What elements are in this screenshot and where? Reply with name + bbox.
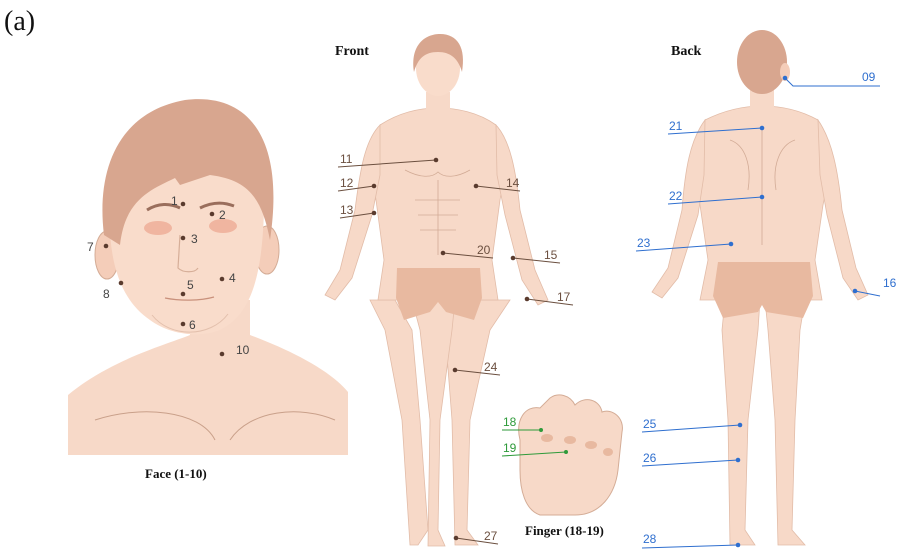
point-1-dot [181,202,186,207]
nail-3 [585,441,597,449]
face-label-6: 6 [189,318,196,332]
front-label-17: 17 [557,290,571,304]
point-2-dot [210,212,215,217]
point-11-dot [434,158,439,163]
front-label-20: 20 [477,243,491,257]
point-09-dot [783,76,788,81]
point-27-dot [454,536,459,541]
nail-4 [603,448,613,456]
point-18-dot [539,428,543,432]
back-label-28: 28 [643,532,657,546]
front-label-12: 12 [340,176,354,190]
point-21-dot [760,126,765,131]
finger-label-18: 18 [503,415,517,429]
point-28-dot [736,543,741,548]
point-13-dot [372,211,377,216]
point-17-dot [525,297,530,302]
point-12-dot [372,184,377,189]
point-19-dot [564,450,568,454]
face-label-2: 2 [219,208,226,222]
front-body-illustration [325,34,548,546]
nail-1 [541,434,553,442]
back-label-21: 21 [669,119,683,133]
leader-26 [642,460,738,466]
point-14-dot [474,184,479,189]
back-label-23: 23 [637,236,651,250]
point-26-dot [736,458,741,463]
point-3-dot [181,236,186,241]
point-23-dot [729,242,734,247]
point-7-dot [104,244,109,249]
front-label-24: 24 [484,360,498,374]
point-20-dot [441,251,446,256]
back-label-16: 16 [883,276,897,290]
front-right-leg [445,300,510,545]
finger-illustration: 18 19 [502,395,622,515]
front-label-15: 15 [544,248,558,262]
finger-label-19: 19 [503,441,517,455]
nail-2 [564,436,576,444]
point-5-dot [181,292,186,297]
left-cheek [144,221,172,235]
leader-25 [642,425,740,432]
face-label-8: 8 [103,287,110,301]
front-label-14: 14 [506,176,520,190]
back-label-09: 09 [862,70,876,84]
back-right-leg [765,300,805,545]
point-24-dot [453,368,458,373]
point-8-dot [119,281,124,286]
point-16-dot [853,289,858,294]
front-right-arm [496,125,548,305]
face-label-5: 5 [187,278,194,292]
front-label-11: 11 [340,152,353,166]
back-left-arm [652,120,705,298]
back-right-arm [818,120,868,300]
back-label-22: 22 [669,189,683,203]
back-label-26: 26 [643,451,657,465]
point-6-dot [181,322,186,327]
front-label-27: 27 [484,529,498,543]
back-body-illustration [652,30,868,545]
leader-28 [642,545,738,548]
face-label-1: 1 [171,194,178,208]
back-left-leg [722,300,760,545]
point-25-dot [738,423,743,428]
front-left-leg [370,300,428,545]
face-label-7: 7 [87,240,94,254]
face-label-3: 3 [191,232,198,246]
back-head-hair [737,30,787,94]
face-label-4: 4 [229,271,236,285]
back-label-25: 25 [643,417,657,431]
point-4-dot [220,277,225,282]
point-10-dot [220,352,225,357]
point-15-dot [511,256,516,261]
point-22-dot [760,195,765,200]
face-illustration [68,99,348,455]
front-label-13: 13 [340,203,354,217]
face-label-10: 10 [236,343,250,357]
back-underwear [713,262,813,318]
